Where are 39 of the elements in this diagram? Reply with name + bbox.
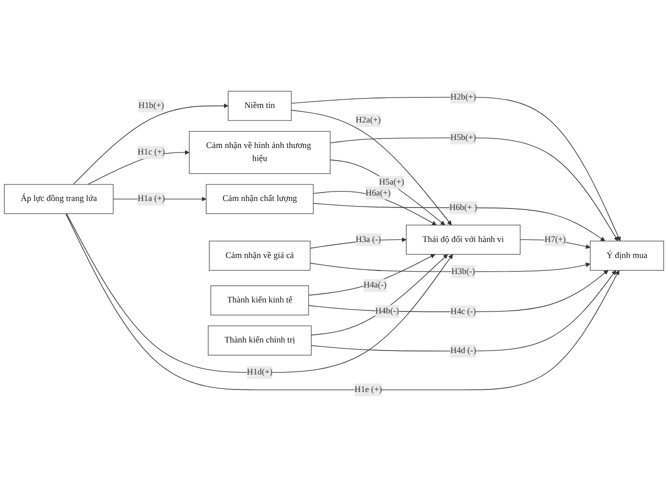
arrow xyxy=(330,159,446,226)
edge-label: H3a (-) xyxy=(356,234,381,244)
arrow xyxy=(308,254,436,296)
edge-label: H6a(+) xyxy=(366,188,391,198)
node-box: Cảm nhận chất lượng xyxy=(206,184,314,214)
node-box: Thành kiến kinh tế xyxy=(210,286,309,316)
node-box: Thái độ đối với hành vi xyxy=(406,224,520,255)
arrow xyxy=(310,254,448,336)
arrow xyxy=(310,270,616,352)
edge-label: H4c (-) xyxy=(450,306,476,316)
node-box: Thành kiến chính trị xyxy=(208,326,312,356)
node-box: Niềm tin xyxy=(228,90,292,121)
arrow xyxy=(308,270,608,312)
edge-label: H5b(+) xyxy=(450,132,476,142)
edge-label: H5a(+) xyxy=(379,178,404,187)
node-box: Ý định mua xyxy=(590,240,664,271)
edge-label: H3b(-) xyxy=(451,266,475,276)
node-box: Áp lực đồng trang lứa xyxy=(4,184,114,214)
edge-label: H1c (+) xyxy=(138,148,165,157)
arrow xyxy=(66,213,453,373)
arrow xyxy=(330,137,618,242)
edge-label: H1b(+) xyxy=(138,100,164,110)
edge-label: H6b(+ ) xyxy=(449,202,478,212)
arrow xyxy=(290,96,621,242)
arrow xyxy=(520,239,590,249)
edge-label: H7(+) xyxy=(544,234,566,244)
edge-label: H2a(+) xyxy=(356,116,381,125)
arrow xyxy=(310,262,590,272)
arrow xyxy=(66,213,620,390)
edge-label: H1d(+) xyxy=(246,368,273,377)
edge-label: H4d (-) xyxy=(450,346,476,356)
edge-label: H4b(-) xyxy=(375,306,399,316)
edge-label: H1e (+) xyxy=(354,384,382,394)
node-box: Cảm nhận về hình ảnh thương hiệu xyxy=(189,131,330,174)
edge-label: H2b(+) xyxy=(450,92,476,102)
edge-label: H1a (+) xyxy=(138,194,165,204)
arrow xyxy=(312,202,606,242)
node-box: Cảm nhận về giá cả xyxy=(209,240,310,271)
edge-label: H4a(-) xyxy=(363,280,387,290)
